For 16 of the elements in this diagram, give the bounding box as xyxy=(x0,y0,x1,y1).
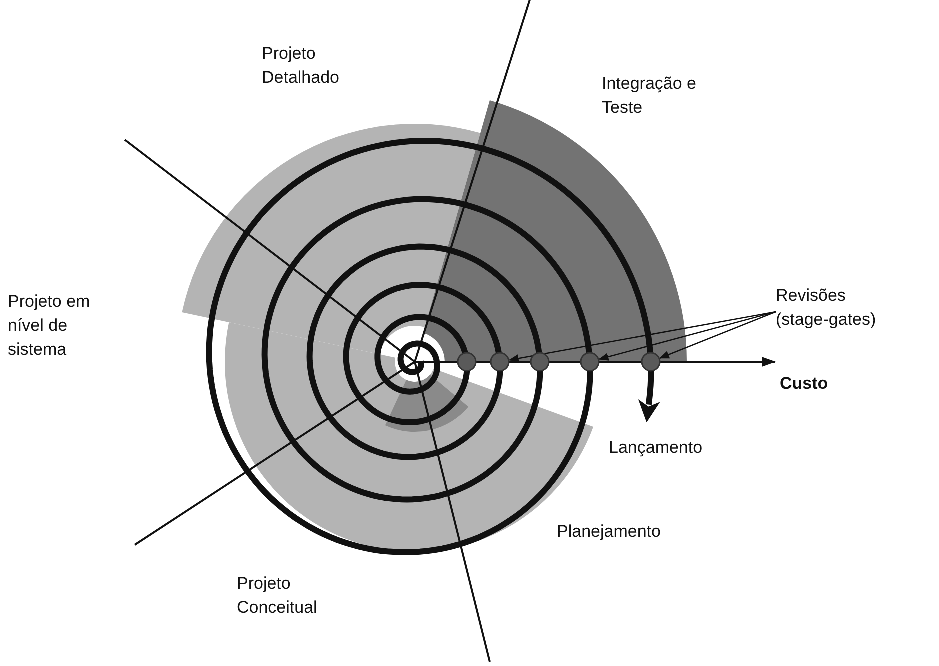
gate-dot xyxy=(580,352,600,372)
axis-label: Custo xyxy=(780,373,830,395)
phase-label: Integração e Teste xyxy=(602,73,698,119)
phase-label: Planejamento xyxy=(557,521,662,543)
arrow xyxy=(508,311,776,363)
phase-label: Projeto em nível de sistema xyxy=(8,291,92,361)
review-label: Revisões (stage-gates) xyxy=(776,284,894,332)
gate-dot xyxy=(641,352,661,372)
phase-label: Projeto Conceitual xyxy=(237,573,318,619)
phase-label: Lançamento xyxy=(609,437,704,459)
phase-label: Projeto Detalhado xyxy=(262,43,341,89)
gate-dot xyxy=(530,352,550,372)
arrow xyxy=(659,311,776,359)
arrow xyxy=(598,311,776,361)
gate-dot xyxy=(490,352,510,372)
gate-dot xyxy=(457,352,477,372)
